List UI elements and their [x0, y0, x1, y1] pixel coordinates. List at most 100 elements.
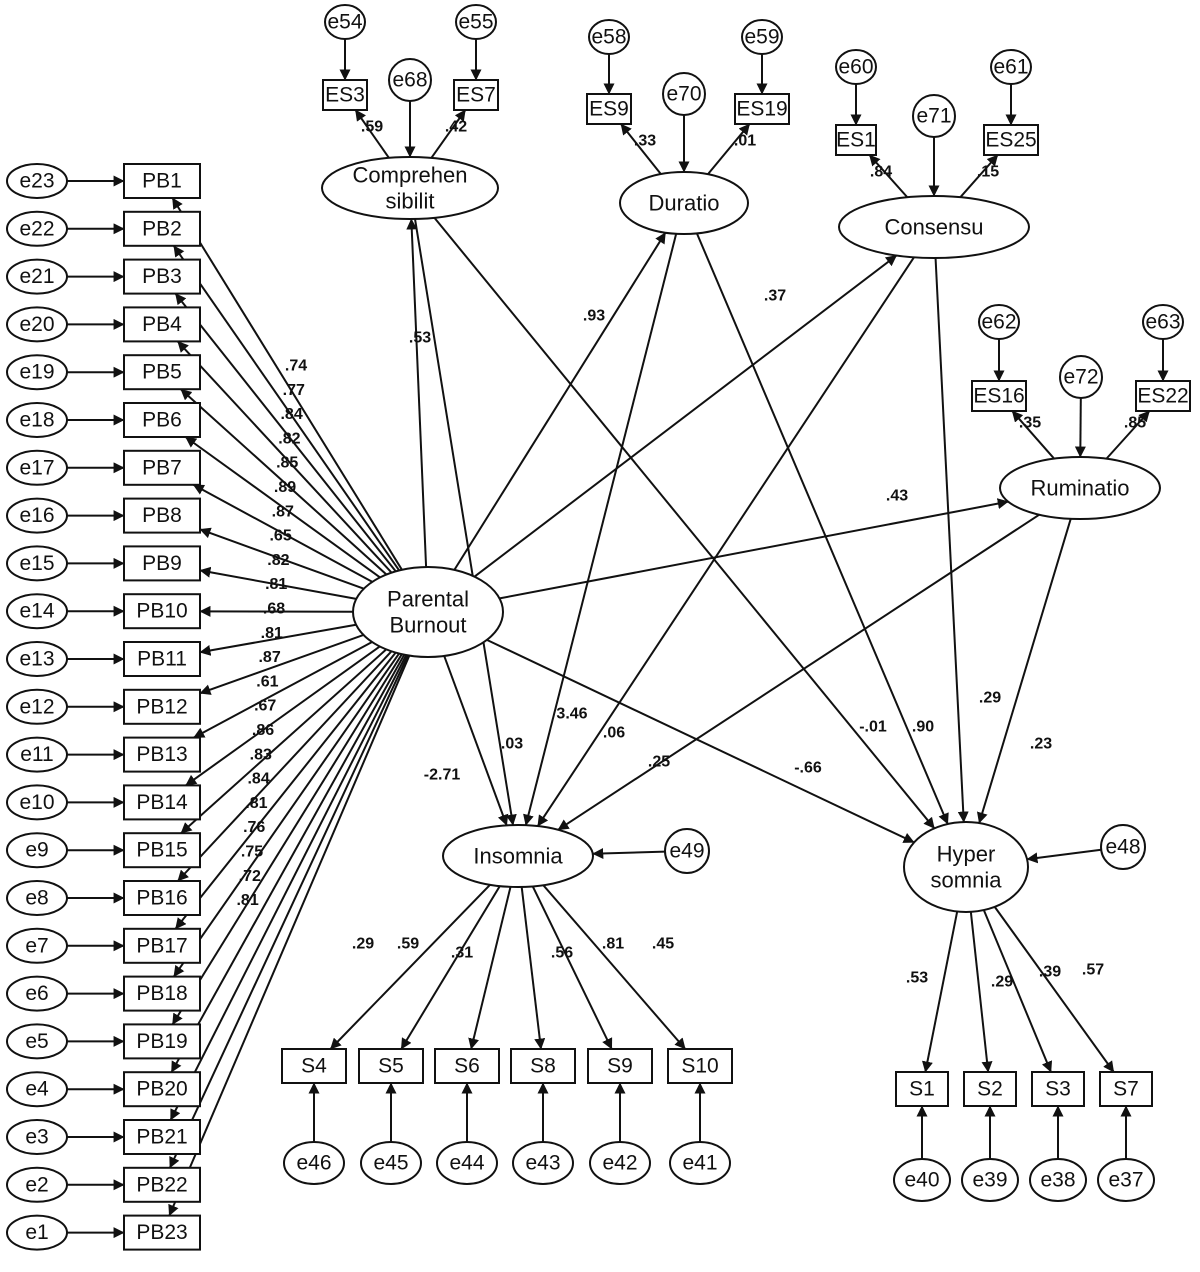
- disturbance-e71-outline: [912, 94, 956, 138]
- error-e18: e18: [6, 402, 68, 438]
- error-e10-label: e10: [19, 791, 54, 814]
- error-e61-outline: [990, 49, 1032, 85]
- indicator-s1-box: [895, 1071, 949, 1107]
- indicator-pb9-label: PB9: [142, 552, 182, 575]
- latent-consensus: Consensu: [838, 195, 1030, 259]
- indicator-es19-label: ES19: [736, 98, 787, 121]
- edge-e49-to-ins: [592, 847, 666, 859]
- loading-s4: .29: [352, 936, 374, 953]
- path-pb-to-comprehensibility: .53: [409, 330, 431, 347]
- error-e3-outline: [6, 1119, 68, 1155]
- latent-parental-burnout-outline: [352, 566, 504, 658]
- edge-hypersomnia-to-s7: [993, 906, 1115, 1073]
- indicator-s8-label: S8: [530, 1055, 556, 1078]
- indicator-pb18-label: PB18: [136, 982, 187, 1005]
- edge-pb-to-pb18: [173, 652, 400, 978]
- indicator-pb12-label: PB12: [136, 695, 187, 718]
- indicator-es9: ES9: [586, 93, 632, 125]
- loading-pb23: .81: [236, 892, 258, 909]
- edge-pb-to-rum: [499, 498, 1009, 600]
- edge-cons-to-ins: [536, 256, 915, 827]
- indicator-pb4-label: PB4: [142, 313, 182, 336]
- disturbance-e70-label: e70: [666, 83, 701, 106]
- error-e14: e14: [6, 593, 68, 630]
- edge-pb-to-cons: [473, 254, 898, 578]
- error-e5: e5: [6, 1023, 68, 1060]
- loading-s6: .31: [451, 945, 473, 962]
- error-e17-label: e17: [19, 456, 54, 479]
- indicator-s5: S5: [358, 1048, 424, 1084]
- indicator-pb11-label: PB11: [137, 648, 187, 671]
- edge-rum-to-es22: [1105, 410, 1151, 460]
- error-e43: e43: [512, 1141, 574, 1185]
- error-e55: e55: [455, 4, 497, 40]
- loading-es7: .42: [445, 119, 467, 136]
- indicator-es25-box: [983, 124, 1039, 156]
- edge-pb-to-pb23: [168, 655, 411, 1217]
- indicator-pb14: PB14: [123, 784, 201, 821]
- indicator-s7-box: [1099, 1071, 1153, 1107]
- path-rumination-to-insomnia: .25: [648, 754, 670, 771]
- error-e10-outline: [6, 784, 68, 821]
- edge-hypersomnia-to-s2: [969, 911, 993, 1073]
- disturbance-e71-label: e71: [916, 105, 951, 128]
- indicator-es9-label: ES9: [589, 98, 629, 121]
- edge-pb-to-pb11: [199, 623, 357, 656]
- error-e61-label: e61: [993, 56, 1028, 79]
- indicator-pb20-label: PB20: [136, 1078, 187, 1101]
- error-e63: e63: [1142, 304, 1184, 340]
- error-e55-outline: [455, 4, 497, 40]
- disturbance-e72-outline: [1059, 355, 1103, 399]
- indicator-es19-box: [734, 93, 790, 125]
- edge-insomnia-to-s4: [329, 884, 491, 1050]
- loading-pb21: .75: [241, 844, 263, 861]
- error-e58-label: e58: [591, 26, 626, 49]
- latent-insomnia-outline: [442, 824, 594, 888]
- path-pb-to-consensus: .37: [764, 288, 786, 305]
- edge-pb-to-pb17: [174, 651, 397, 930]
- loading-pb12: .81: [261, 625, 283, 642]
- error-e38-outline: [1029, 1158, 1087, 1202]
- error-e62-label: e62: [981, 311, 1016, 334]
- error-e59-outline: [741, 19, 783, 55]
- indicator-s3: S3: [1031, 1071, 1085, 1107]
- loading-pb1: .74: [285, 358, 307, 375]
- indicator-pb14-label: PB14: [136, 791, 188, 814]
- indicator-pb1-label: PB1: [142, 170, 182, 193]
- loading-pb16: .86: [252, 722, 274, 739]
- loading-s10: .45: [652, 936, 674, 953]
- edge-comp-to-hyp: [433, 217, 936, 829]
- error-e15-label: e15: [19, 552, 54, 575]
- error-e9: e9: [6, 832, 68, 869]
- error-e42: e42: [589, 1141, 651, 1185]
- indicator-pb21: PB21: [123, 1119, 201, 1155]
- error-e7-outline: [6, 927, 68, 964]
- error-e39: e39: [961, 1158, 1019, 1202]
- error-e54-outline: [324, 4, 366, 40]
- indicator-pb18-box: [123, 975, 201, 1012]
- error-e63-outline: [1142, 304, 1184, 340]
- indicator-es1: ES1: [835, 124, 877, 156]
- error-e41-outline: [669, 1141, 731, 1185]
- loading-pb4: .82: [278, 430, 300, 447]
- edge-pb-to-pb19: [171, 653, 403, 1025]
- edge-pb-to-comp: [406, 218, 428, 568]
- error-e4-outline: [6, 1071, 68, 1108]
- edge-pb-to-pb16: [177, 650, 393, 882]
- indicator-pb19-box: [123, 1023, 201, 1060]
- disturbance-e68-outline: [388, 58, 432, 102]
- error-e60: e60: [835, 49, 877, 85]
- indicator-pb8-box: [123, 497, 201, 534]
- error-e15: e15: [6, 545, 68, 582]
- indicator-pb2-box: [123, 210, 201, 247]
- disturbance-e70: e70: [662, 72, 706, 116]
- error-e12-label: e12: [19, 695, 54, 718]
- error-e62-outline: [978, 304, 1020, 340]
- error-e12-outline: [6, 688, 68, 725]
- latent-rumination-outline: [999, 456, 1161, 520]
- disturbance-e49: e49: [664, 828, 710, 874]
- edge-cons-to-es25: [959, 154, 999, 198]
- error-e46-outline: [283, 1141, 345, 1185]
